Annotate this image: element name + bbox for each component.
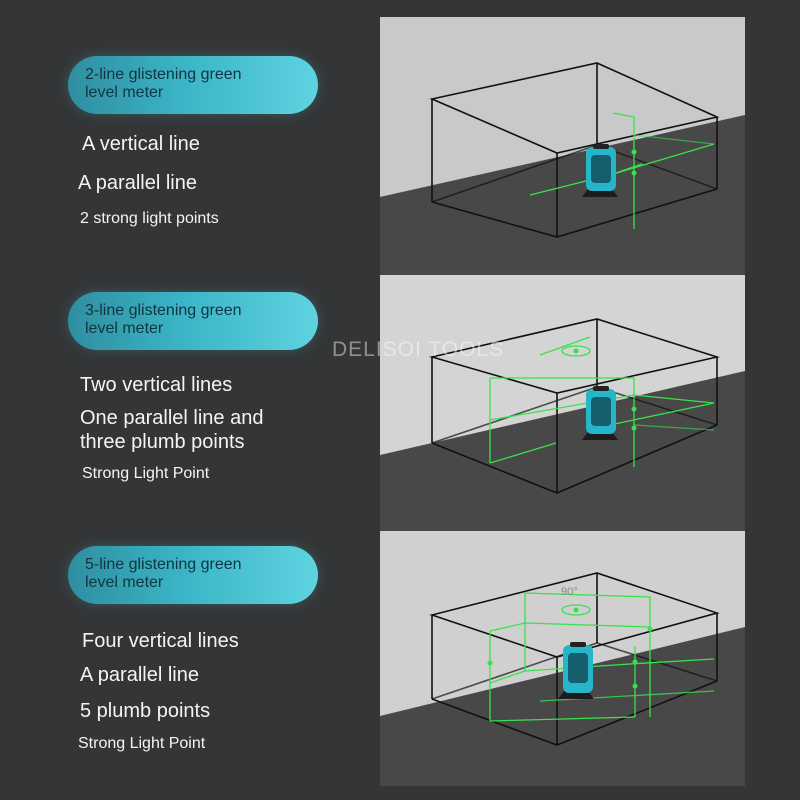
laser-level-device [582, 386, 618, 440]
section2-feature-2: One parallel line and [80, 407, 264, 429]
section3-title-line2: level meter [85, 574, 164, 591]
laser-point [632, 659, 638, 665]
laser-level-device [582, 144, 618, 197]
section2-title-pill: 3-line glistening green level meter [68, 292, 318, 350]
section3-title-pill: 5-line glistening green level meter [68, 546, 318, 604]
room-box-outline [429, 572, 720, 746]
section3-feature-3: 5 plumb points [80, 700, 211, 722]
laser-point [573, 607, 579, 613]
laser-point [631, 149, 637, 155]
room-box-outline [429, 62, 720, 238]
room-box-outline [428, 318, 721, 494]
section2-room-illustration [380, 275, 745, 531]
section2-title-line2: level meter [85, 320, 164, 337]
section3-feature-4: Strong Light Point [78, 735, 206, 752]
laser-point [631, 425, 637, 431]
laser-lines [489, 592, 715, 722]
section3-feature-2: A parallel line [80, 664, 199, 686]
angle-label: 90° [561, 586, 578, 598]
laser-lines [489, 336, 715, 467]
laser-point [631, 170, 637, 176]
section1-title-pill: 2-line glistening green level meter [68, 56, 318, 114]
section3-title-line1: 5-line glistening green [85, 556, 242, 573]
watermark-text: DELISOI TOOLS [332, 338, 505, 361]
section2-feature-4: Strong Light Point [82, 465, 210, 482]
floor [380, 627, 745, 786]
laser-point [632, 683, 638, 689]
section2-title-line1: 3-line glistening green [85, 302, 242, 319]
laser-point [631, 406, 637, 412]
floor [380, 371, 745, 531]
section1-feature-2: A parallel line [78, 172, 197, 194]
laser-point [573, 348, 579, 354]
laser-level-device [558, 642, 594, 699]
section3-room-illustration: 90° [380, 531, 745, 786]
section2-feature-1: Two vertical lines [80, 374, 233, 396]
section1-room-illustration [380, 17, 745, 275]
section1-title-line1: 2-line glistening green [85, 66, 242, 83]
section1-title-line2: level meter [85, 84, 164, 101]
laser-point [647, 626, 653, 632]
laser-point [487, 660, 493, 666]
section2-feature-3: three plumb points [80, 431, 245, 453]
floor [380, 115, 745, 275]
section1-feature-1: A vertical line [82, 133, 200, 155]
section1-feature-3: 2 strong light points [80, 210, 219, 227]
section3-feature-1: Four vertical lines [82, 630, 239, 652]
